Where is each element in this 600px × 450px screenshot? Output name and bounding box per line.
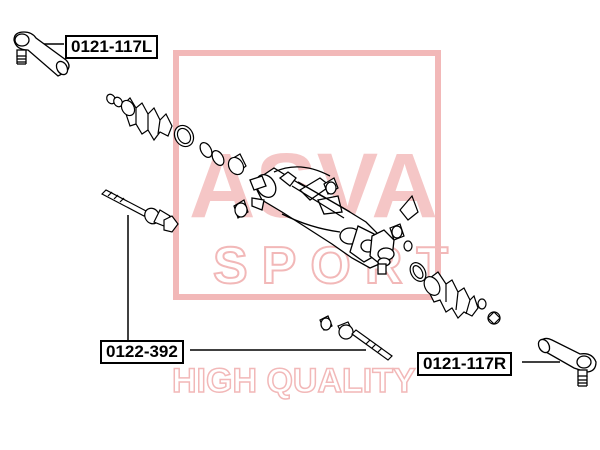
- steering-rack-housing: [249, 166, 395, 275]
- inner-tie-rod-left: [100, 189, 179, 233]
- watermark-frame: [173, 50, 441, 300]
- boot-right: [409, 262, 501, 325]
- inner-tie-rod-right: [319, 315, 393, 361]
- tie-rod-end-left: [13, 31, 70, 77]
- leader-lines: [35, 40, 560, 363]
- watermark-tagline: HIGH QUALITY: [172, 362, 416, 400]
- boot-left: [106, 93, 249, 219]
- callout-tie-rod-end-right: 0121-117R: [417, 352, 513, 376]
- small-parts-right: [323, 177, 419, 252]
- tie-rod-end-right: [537, 337, 597, 387]
- callout-inner-tie-rod: 0122-392: [100, 340, 184, 364]
- callout-tie-rod-end-left: 0121-117L: [65, 35, 159, 59]
